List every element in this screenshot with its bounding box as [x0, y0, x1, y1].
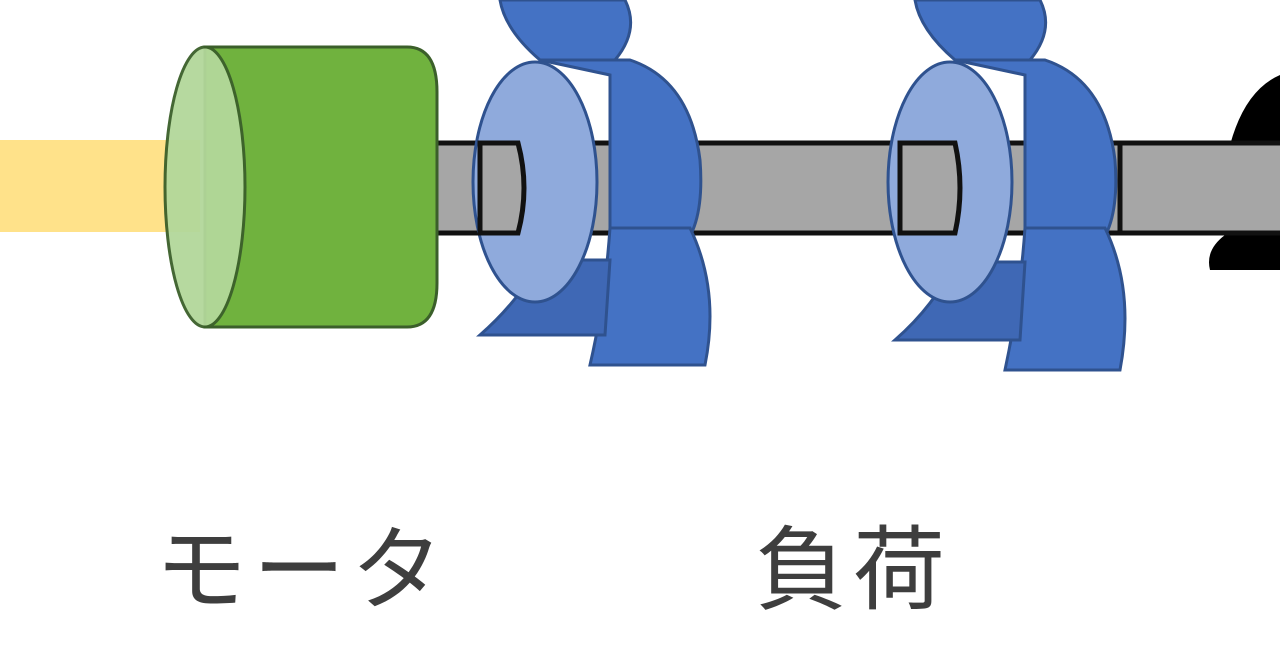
load-wheel-1-icon	[471, 0, 712, 367]
load-wheel-2-icon	[886, 0, 1127, 372]
motor-label: モータ	[155, 517, 450, 624]
load-label: 負荷	[755, 517, 952, 624]
motor-icon	[163, 45, 439, 329]
shaft-end	[1117, 140, 1280, 236]
